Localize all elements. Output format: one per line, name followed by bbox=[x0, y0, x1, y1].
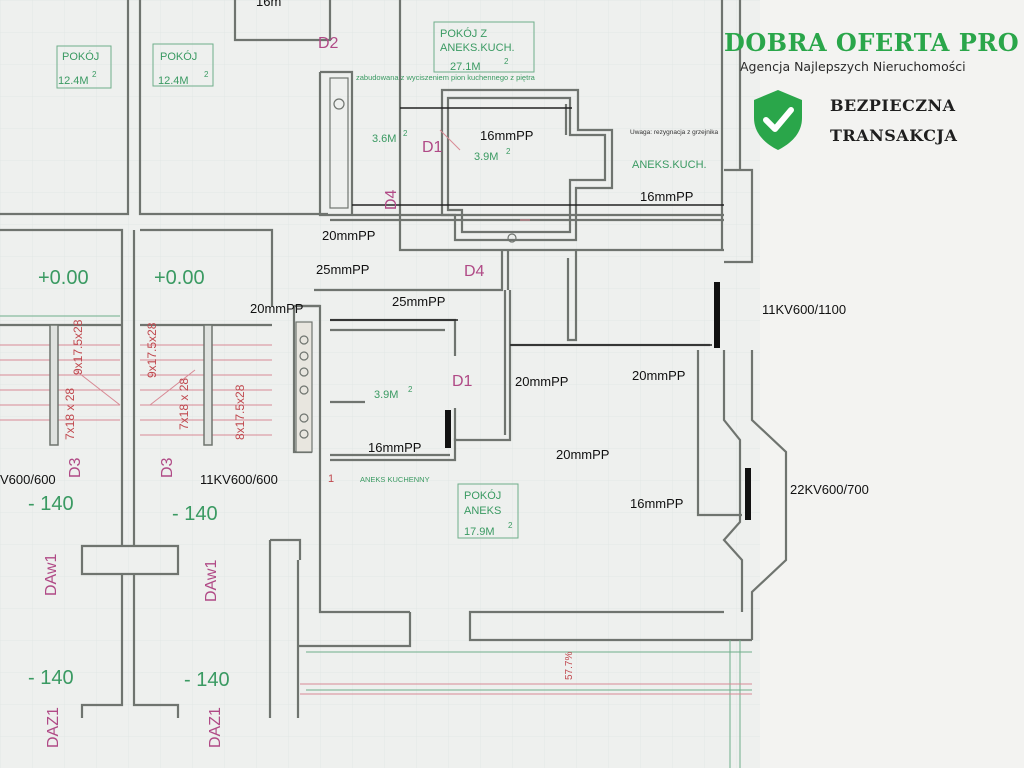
area-sup: 2 bbox=[408, 385, 413, 394]
area-sup: 2 bbox=[506, 147, 511, 156]
area-label: 3.9M bbox=[474, 151, 498, 163]
door-label: DAw1 bbox=[43, 554, 60, 596]
area-label: 3.9M bbox=[374, 389, 398, 401]
pipe-label: 20mmPP bbox=[515, 374, 568, 389]
radiators bbox=[445, 282, 751, 520]
area-label: 3.6M bbox=[372, 133, 396, 145]
walls bbox=[0, 0, 788, 718]
room-name: ANEKS.KUCH. bbox=[440, 42, 515, 54]
door-label: D3 bbox=[67, 457, 84, 478]
room-area-sup: 2 bbox=[508, 521, 513, 530]
stair-label: 7x18 x 28 bbox=[177, 378, 191, 430]
level-label: +0.00 bbox=[38, 267, 89, 289]
room-area-sup: 2 bbox=[92, 70, 97, 79]
note-label: ANEKS KUCHENNY bbox=[360, 475, 430, 484]
pipe-label: 16mmPP bbox=[368, 440, 421, 455]
door-label: DAZ1 bbox=[207, 707, 224, 748]
level-label: - 140 bbox=[28, 493, 74, 515]
pipe-label: 20mmPP bbox=[632, 368, 685, 383]
door-label: D1 bbox=[452, 373, 473, 390]
shield-check-icon bbox=[754, 90, 802, 150]
door-label: D2 bbox=[318, 35, 339, 52]
room-name: POKÓJ bbox=[464, 489, 501, 502]
radiator-label: V600/600 bbox=[0, 472, 56, 487]
area-sup: 2 bbox=[403, 129, 408, 138]
door-label: D4 bbox=[383, 189, 400, 210]
room-area: 12.4M bbox=[158, 75, 189, 87]
note-label: Uwaga: rezygnacja z grzejnika bbox=[630, 129, 719, 136]
brand-tagline: Agencja Najlepszych Nieruchomości bbox=[740, 59, 966, 74]
note-label: 1 bbox=[328, 473, 334, 485]
radiator-label: 11KV600/1100 bbox=[762, 302, 846, 317]
badge-line-1: BEZPIECZNA bbox=[830, 96, 956, 115]
note-label: 57.7% bbox=[564, 652, 575, 680]
level-label: - 140 bbox=[172, 503, 218, 525]
secure-transaction-badge: BEZPIECZNA TRANSAKCJA bbox=[750, 88, 1020, 158]
note-label: zabudowana z wyciszeniem pion kuchennego… bbox=[356, 73, 536, 82]
room-area: 27.1M bbox=[450, 61, 481, 73]
room-name: POKÓJ Z bbox=[440, 27, 487, 40]
brand-name: DOBRA OFERTA PRO bbox=[724, 28, 1020, 57]
kitchen-unit bbox=[295, 77, 517, 453]
door-label: D3 bbox=[159, 457, 176, 478]
pipe-label: 20mmPP bbox=[250, 301, 303, 316]
pipe-label: 20mmPP bbox=[322, 228, 375, 243]
pipe-label: 25mmPP bbox=[392, 294, 445, 309]
brand-logo: DOBRA OFERTA PRO Agencja Najlepszych Nie… bbox=[724, 28, 1020, 74]
level-label: - 140 bbox=[184, 669, 230, 691]
door-label: D1 bbox=[422, 139, 443, 156]
stair-label: 9x17.5x28 bbox=[145, 322, 159, 378]
room-area: 17.9M bbox=[464, 526, 495, 538]
room-name: POKÓJ bbox=[160, 50, 197, 63]
pipe-label: 16mmPP bbox=[480, 128, 533, 143]
room-name: POKÓJ bbox=[62, 50, 99, 63]
pipe-label: 16m bbox=[256, 0, 281, 9]
radiator-label: 22KV600/700 bbox=[790, 482, 869, 497]
room-area-sup: 2 bbox=[504, 57, 509, 66]
stair-label: 8x17.5x28 bbox=[233, 384, 247, 440]
note-label: ANEKS.KUCH. bbox=[632, 159, 707, 171]
pipe-label: 16mmPP bbox=[640, 189, 693, 204]
door-label: D4 bbox=[464, 263, 485, 280]
room-area-sup: 2 bbox=[204, 70, 209, 79]
door-label: DAw1 bbox=[203, 560, 220, 602]
room-name: ANEKS bbox=[464, 505, 501, 517]
badge-line-2: TRANSAKCJA bbox=[830, 126, 958, 145]
stair-label: 9x17.5x28 bbox=[71, 319, 85, 375]
stair-label: 7x18 x 28 bbox=[63, 388, 77, 440]
level-label: - 140 bbox=[28, 667, 74, 689]
pipe-label: 25mmPP bbox=[316, 262, 369, 277]
pipe-label: 20mmPP bbox=[556, 447, 609, 462]
pipe-label: 16mmPP bbox=[630, 496, 683, 511]
radiator-label: 11KV600/600 bbox=[200, 472, 278, 487]
level-label: +0.00 bbox=[154, 267, 205, 289]
room-area: 12.4M bbox=[58, 75, 89, 87]
door-label: DAZ1 bbox=[45, 707, 62, 748]
